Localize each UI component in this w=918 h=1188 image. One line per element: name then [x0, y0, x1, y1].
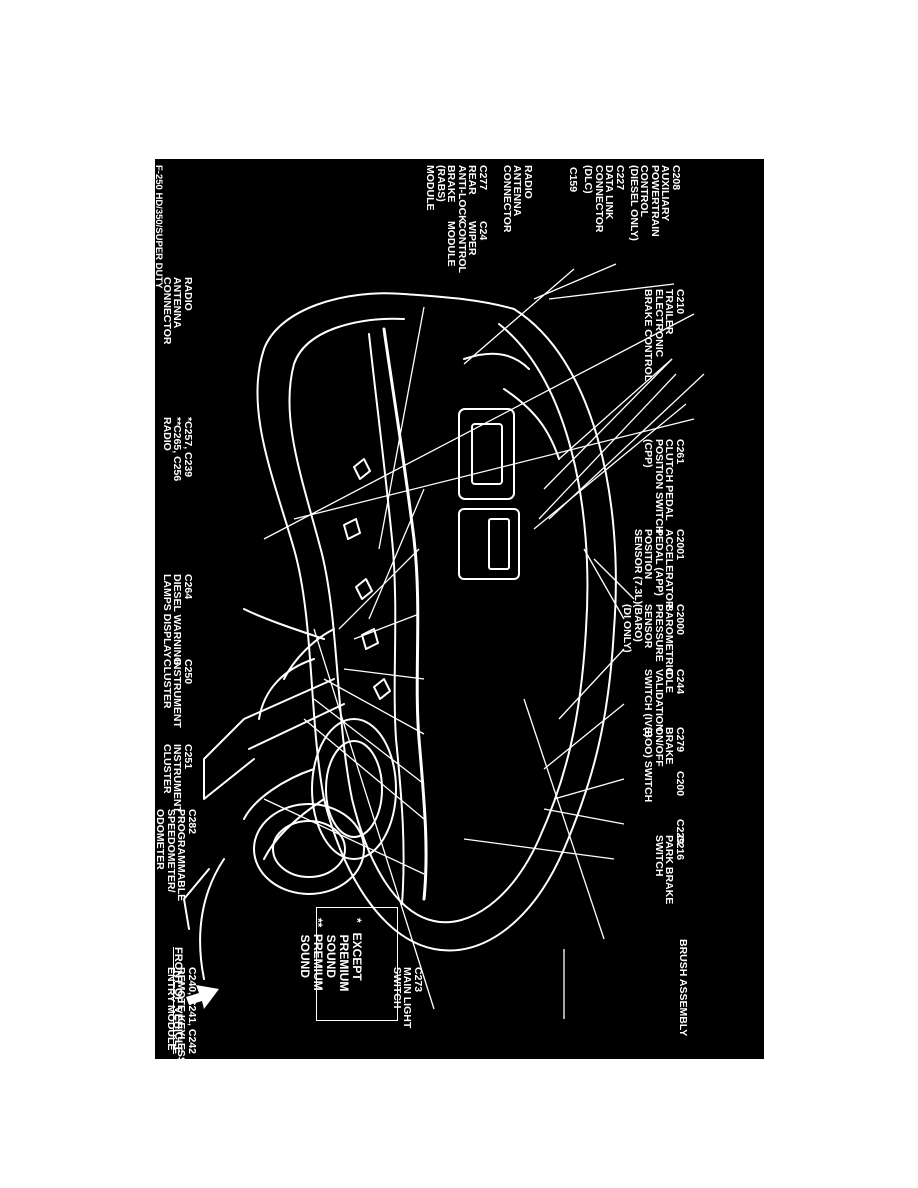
- dashboard-harness-drawing: [183, 263, 705, 1019]
- front-of-vehicle-label: FRONT OF VEHICLE: [172, 947, 184, 1054]
- cluster-harness-branches: [243, 768, 325, 860]
- steering-column: [203, 678, 345, 800]
- connector-blocks: [343, 458, 391, 700]
- radio-block: [458, 408, 515, 500]
- label-brush-assembly: BRUSH ASSEMBLY: [677, 939, 689, 1037]
- leader-lines: [263, 263, 705, 1019]
- harness-trunk: [382, 327, 428, 901]
- legend-box: * EXCEPT PREMIUM SOUND** PREMIUM SOUND: [298, 907, 398, 1021]
- floor-detail: [183, 858, 225, 980]
- cluster-bezel: [311, 718, 397, 860]
- left-harness-branches: [463, 352, 560, 460]
- hvac-block: [458, 508, 520, 580]
- dashboard-outline: [256, 292, 617, 952]
- legend-text: * EXCEPT PREMIUM SOUND** PREMIUM SOUND: [298, 918, 364, 992]
- harness-trunk-edge: [368, 333, 405, 905]
- pedal-harness-branches: [243, 608, 335, 720]
- label-c200: C200: [674, 771, 686, 797]
